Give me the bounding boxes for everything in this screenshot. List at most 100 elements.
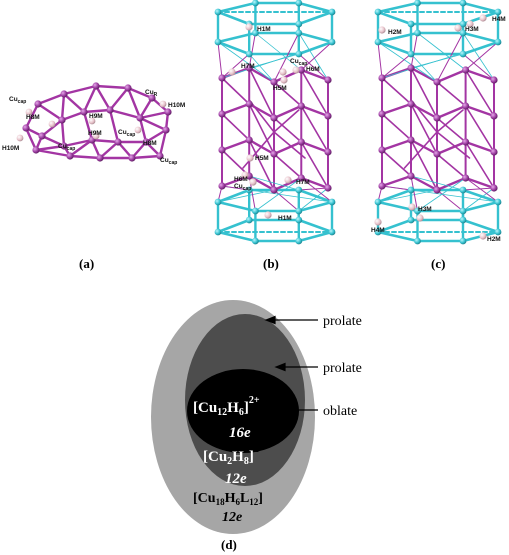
cap-copper-atom: [414, 237, 421, 245]
cap-copper-atom: [245, 50, 253, 58]
label-middle-shape: prolate: [323, 361, 362, 376]
hydride-atom: [159, 100, 167, 108]
copper-atom: [270, 114, 278, 122]
link-bond: [410, 53, 464, 69]
copper-atom: [92, 82, 100, 90]
copper-atom: [218, 182, 226, 190]
cap-copper-atom: [252, 29, 259, 37]
cap-bond: [461, 200, 500, 213]
cap-copper-atom: [459, 186, 467, 194]
formula-inner: [Cu12H6]2+: [193, 395, 260, 418]
link-bond: [377, 41, 383, 79]
panel-c-atoms: [374, 0, 502, 245]
cap-bond: [297, 218, 334, 234]
cap-copper-atom: [459, 20, 467, 28]
label-b-h6m-top: H6M: [306, 66, 320, 73]
label-a-h9m-upper: H9M: [89, 113, 103, 120]
core-bond: [221, 113, 250, 141]
label-a-cucap-mid-left: Cucap: [58, 143, 75, 152]
core-bond: [273, 117, 303, 143]
core-bond: [410, 103, 438, 155]
copper-atom: [245, 100, 253, 108]
bond: [130, 154, 162, 160]
label-a-cucap-mid-right: Cucap: [118, 129, 135, 138]
core-bond: [409, 66, 439, 84]
copper-atom: [407, 64, 415, 72]
bond: [90, 138, 120, 144]
hydride-atom: [454, 24, 462, 32]
copper-atom: [297, 174, 305, 182]
core-bond: [273, 109, 300, 133]
cap-copper-atom: [374, 198, 382, 206]
arrow-inner-head: [280, 405, 292, 415]
formula-middle: [Cu2H8]2−: [203, 444, 265, 467]
label-b-h1m-bottom: H1M: [278, 215, 292, 222]
cap-copper-atom: [252, 237, 259, 245]
copper-atom: [407, 172, 415, 180]
panel-b-bonds: [216, 1, 334, 243]
label-c-h3m-bottom: H3M: [418, 206, 432, 213]
core-bond: [436, 131, 471, 159]
link-bond: [298, 187, 329, 191]
panel-c-cluster: [374, 0, 502, 245]
link-bond: [298, 53, 329, 81]
panel-label-a: (a): [79, 256, 94, 271]
core-bond: [272, 104, 303, 120]
hydride-atom: [280, 76, 288, 84]
copper-atom: [324, 112, 332, 120]
core-bond: [273, 153, 303, 179]
copper-atom: [462, 102, 470, 110]
cap-bond: [461, 218, 500, 234]
copper-atom: [462, 66, 470, 74]
copper-atom: [378, 146, 386, 154]
core-bond: [220, 102, 251, 116]
arrow-outer-head: [264, 315, 276, 325]
hydride-atom: [92, 132, 100, 140]
copper-atom: [58, 116, 66, 124]
core-bond: [242, 131, 275, 169]
formula-outer: [Cu18H6L12]: [193, 491, 263, 507]
cap-copper-atom: [295, 20, 303, 28]
cap-bond: [216, 188, 251, 204]
label-inner-shape: oblate: [323, 404, 357, 419]
cap-copper-atom: [295, 50, 303, 58]
link-bond: [410, 175, 464, 191]
bond: [144, 128, 168, 144]
copper-atom: [106, 106, 114, 114]
core-bond: [435, 140, 467, 156]
core-bond: [300, 69, 329, 117]
cap-copper-atom: [295, 186, 303, 194]
label-c-h3m-top: H3M: [465, 26, 479, 33]
cap-copper-atom: [407, 20, 415, 28]
core-bond: [381, 77, 412, 105]
cap-copper-atom: [252, 0, 259, 7]
copper-atom: [490, 76, 498, 84]
label-c-h2m-bottom: H2M: [487, 236, 501, 243]
copper-atom: [156, 152, 164, 160]
hydride-atom: [48, 120, 56, 128]
cap-bond: [297, 230, 334, 243]
link-bond: [462, 32, 495, 81]
hydride-atom: [408, 203, 416, 211]
cap-copper-atom: [494, 8, 502, 16]
cap-copper-atom: [459, 237, 467, 245]
copper-atom: [490, 148, 498, 156]
copper-atom: [270, 186, 278, 194]
copper-atom: [245, 136, 253, 144]
link-bond: [248, 32, 256, 69]
bond: [34, 148, 72, 158]
core-bond: [300, 104, 330, 118]
link-bond: [377, 41, 438, 83]
link-bond: [381, 53, 412, 79]
panel-b-cluster: [214, 0, 336, 245]
cap-copper-atom: [214, 198, 222, 206]
cap-copper-atom: [245, 186, 253, 194]
copper-atom: [407, 136, 415, 144]
label-a-h10m-right: H10M: [168, 102, 185, 109]
bond: [60, 110, 86, 122]
core-bond: [248, 67, 275, 119]
hydride-atom: [264, 211, 272, 219]
copper-atom: [114, 138, 122, 146]
link-bond: [248, 53, 300, 69]
cap-bond: [216, 10, 251, 26]
